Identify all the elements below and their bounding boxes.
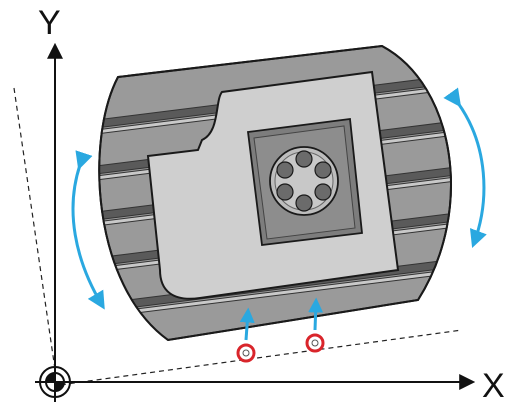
reference-line-vertical (13, 87, 59, 391)
y-axis-label: Y (38, 4, 61, 42)
rotation-arrow-icon (71, 150, 105, 310)
probe-push-arrow-icon (308, 297, 324, 331)
reference-line-horizontal (51, 329, 463, 387)
rotation-arrow-icon (443, 87, 487, 249)
x-axis-label: X (482, 367, 505, 405)
probe-point-icon (305, 333, 325, 353)
chuck-icon (269, 146, 339, 216)
probe-push-arrow-icon (239, 307, 255, 341)
probe-point-icon (236, 343, 256, 363)
origin-crosshair-icon (35, 362, 75, 402)
